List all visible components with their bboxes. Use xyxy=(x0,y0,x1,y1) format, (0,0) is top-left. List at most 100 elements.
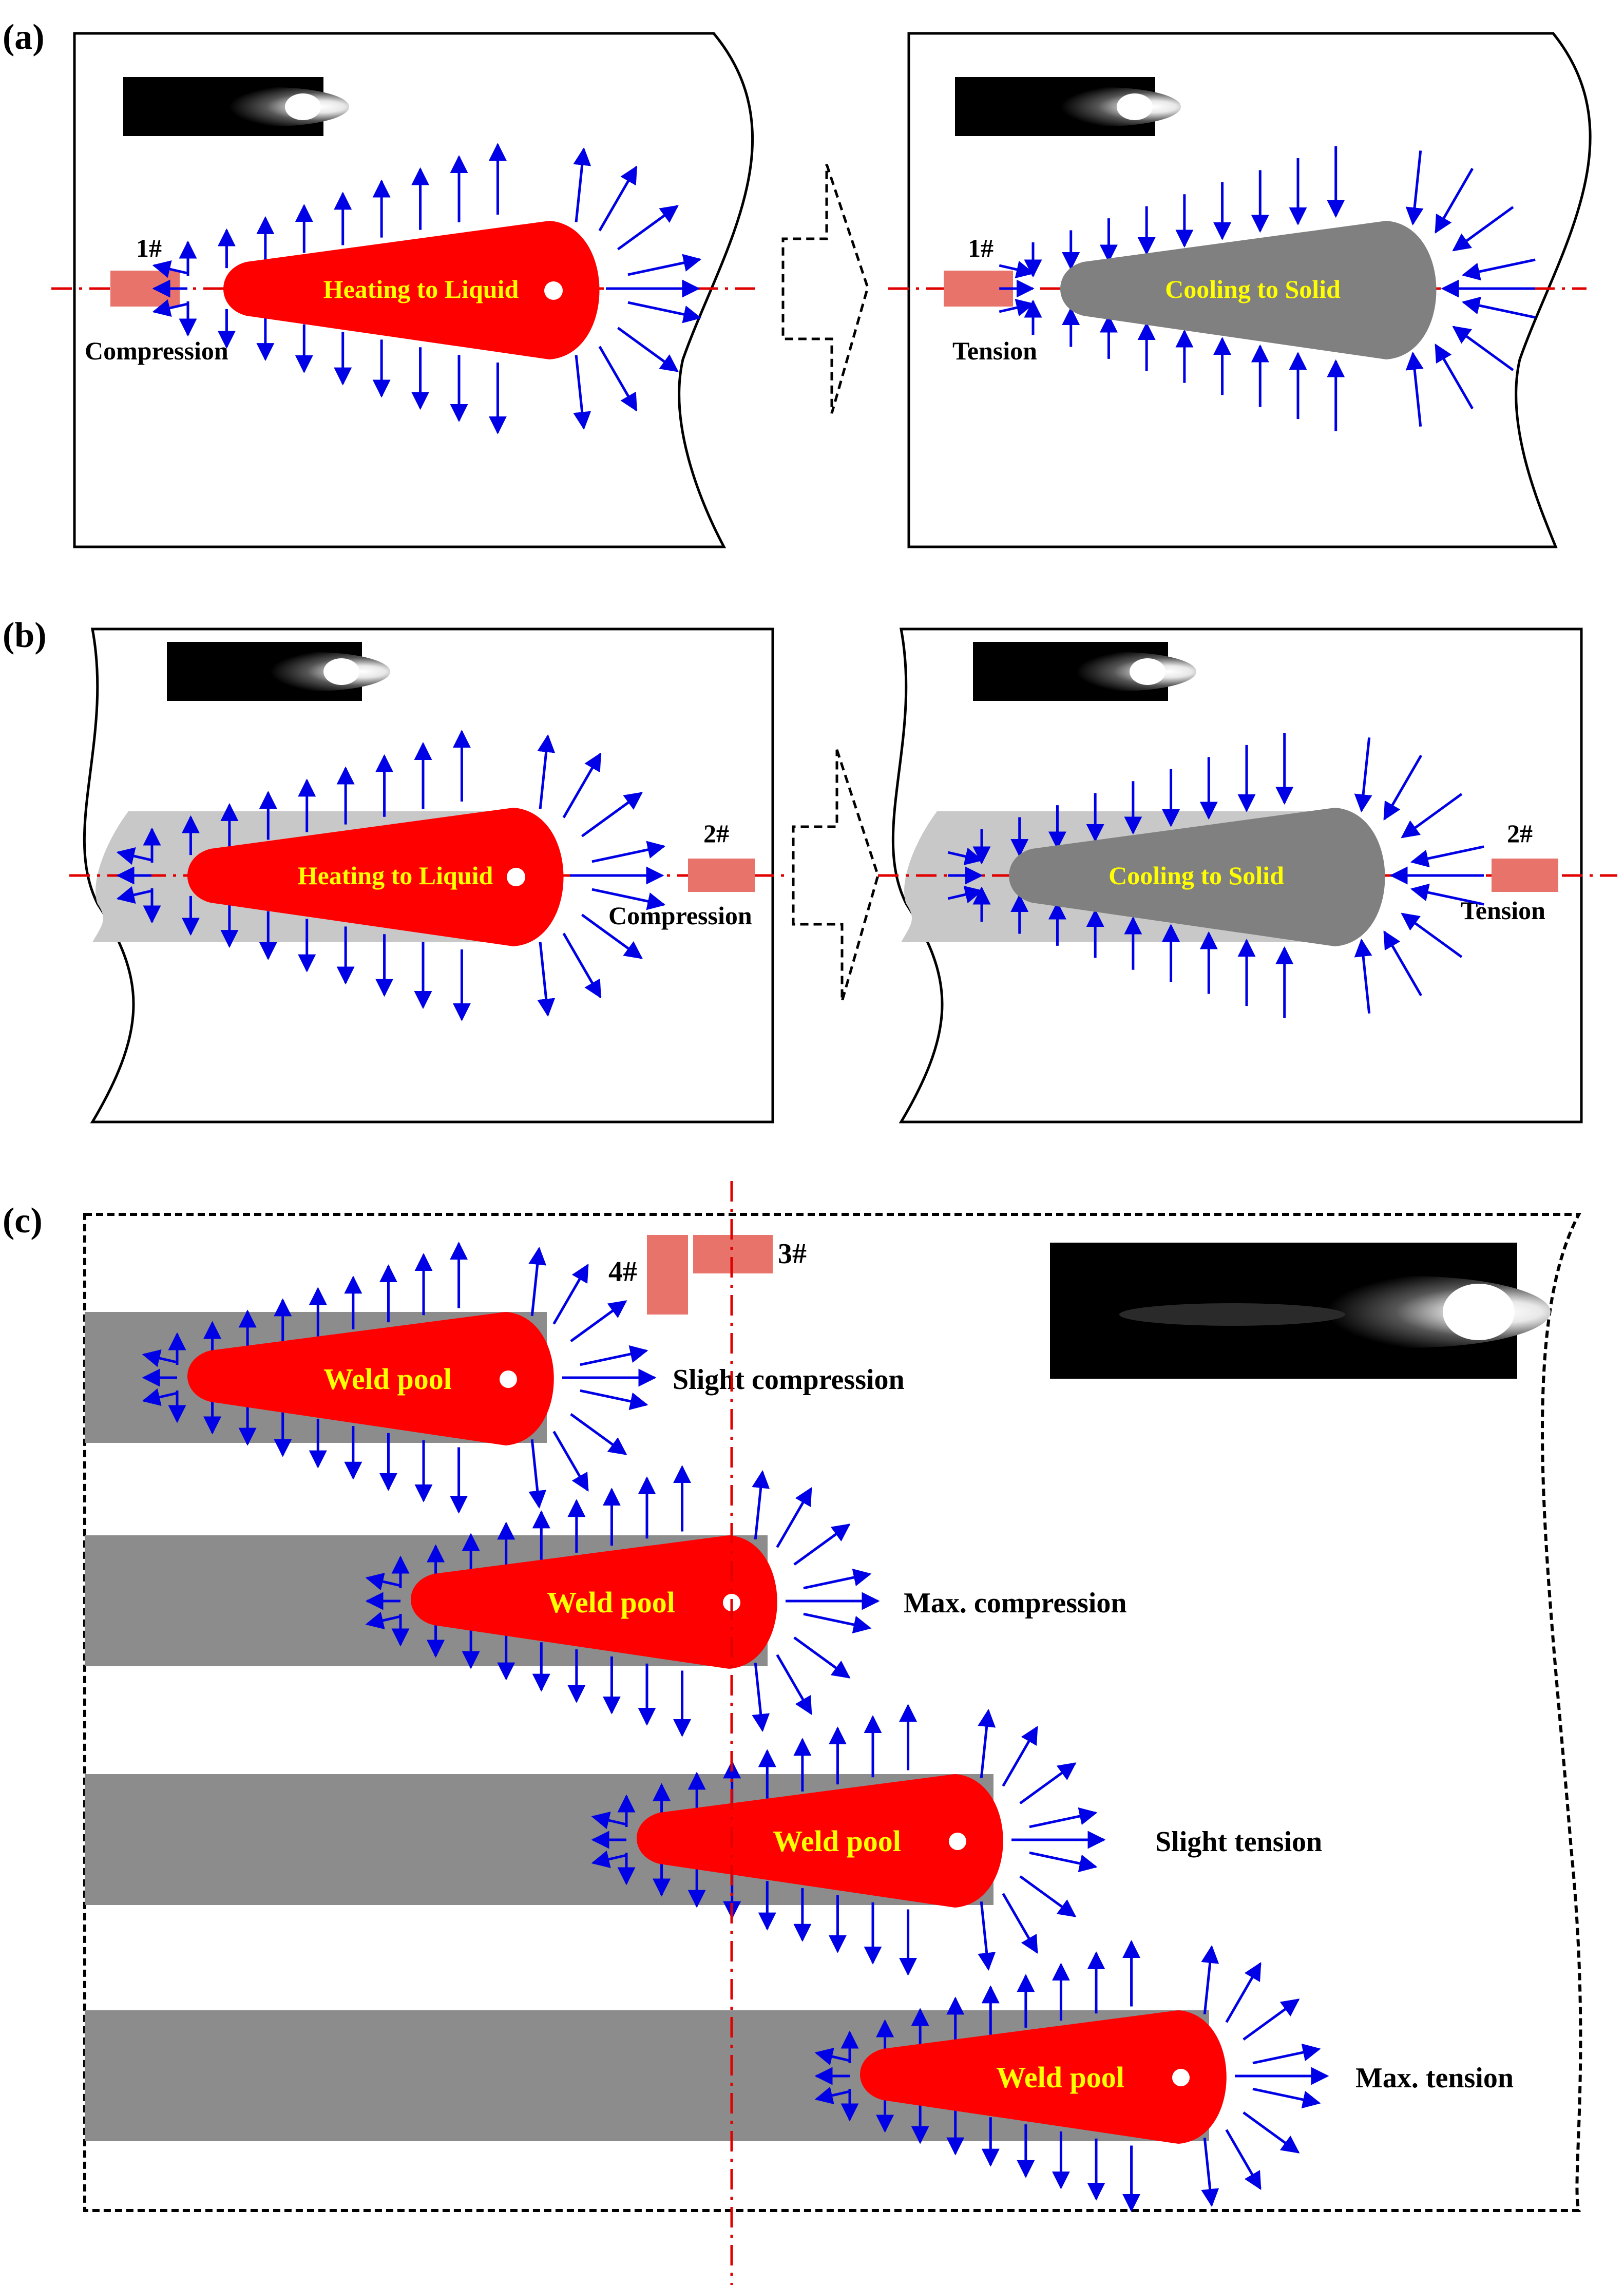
stress-arrow xyxy=(591,1850,627,1868)
sequence-arrow xyxy=(792,749,880,1002)
stress-arrow xyxy=(1225,2129,1262,2191)
pool-label: Heating to Liquid xyxy=(323,275,519,303)
stress-label: Max. compression xyxy=(904,1587,1127,1619)
stress-arrow xyxy=(978,1901,996,1971)
panel-a-right: 1# Tension Cooling to Solid xyxy=(888,32,1592,548)
stress-arrow xyxy=(152,299,188,317)
stress-label: Slight compression xyxy=(673,1364,905,1396)
stress-arrow xyxy=(1452,326,1514,371)
stress-arrow xyxy=(598,346,638,412)
stress-arrow xyxy=(528,1439,547,1509)
stress-arrow xyxy=(793,1636,851,1679)
gauge-label: 2# xyxy=(1507,819,1533,848)
panel-b-label: (b) xyxy=(3,616,47,655)
weld-pool xyxy=(1009,808,1385,946)
stress-arrow xyxy=(142,1388,178,1406)
strain-gauge xyxy=(688,859,755,892)
stress-arrow xyxy=(793,1524,851,1566)
stress-arrow xyxy=(116,886,152,904)
heat-source-dot xyxy=(507,868,525,886)
arc-photo xyxy=(1050,1243,1551,1379)
stress-arrow xyxy=(978,1709,996,1779)
stress-arrow xyxy=(1019,1762,1077,1804)
stress-arrow xyxy=(581,913,643,959)
stress-arrow xyxy=(580,1345,648,1366)
weld-pool xyxy=(860,2010,1227,2144)
stress-arrow xyxy=(580,1389,648,1411)
stress-arrow xyxy=(591,888,666,910)
arc-photo xyxy=(123,77,349,136)
arc-photo xyxy=(973,642,1196,701)
stress-label: Tension xyxy=(952,336,1037,365)
stress-arrow xyxy=(803,1612,872,1634)
stress-arrow xyxy=(1405,351,1424,427)
stress-arrow xyxy=(573,147,591,222)
stress-arrow xyxy=(1435,344,1474,410)
stress-arrow xyxy=(1410,883,1484,906)
pool-label: Weld pool xyxy=(773,1824,901,1858)
stress-arrow xyxy=(1243,2111,1300,2154)
stress-arrow xyxy=(116,847,152,865)
stress-label: Compression xyxy=(85,336,228,365)
stress-arrow xyxy=(528,1247,547,1317)
stress-arrows xyxy=(116,730,666,1021)
stress-arrows xyxy=(152,143,702,434)
heat-source-dot xyxy=(1172,2069,1190,2086)
stress-arrow xyxy=(537,734,556,809)
stress-arrow xyxy=(152,260,188,278)
weld-pool xyxy=(1060,221,1437,359)
panel-b-right: 2# Tension Cooling to Solid xyxy=(878,627,1617,1124)
stress-arrow xyxy=(1401,793,1463,839)
pool-label: Weld pool xyxy=(323,1362,452,1396)
stress-arrow xyxy=(562,752,602,818)
stress-arrow xyxy=(1201,2137,1219,2207)
stress-arrow xyxy=(537,942,556,1017)
stress-label: Tension xyxy=(1461,896,1545,925)
stress-arrows xyxy=(999,146,1536,431)
stress-arrow xyxy=(1354,737,1372,813)
weld-pool xyxy=(411,1535,777,1669)
pool-label: Cooling to Solid xyxy=(1165,275,1341,303)
gauge-label: 1# xyxy=(136,234,162,262)
weld-pool xyxy=(637,1774,1003,1908)
stress-arrow xyxy=(814,2048,850,2066)
pool-label: Weld pool xyxy=(547,1586,675,1619)
stress-arrow xyxy=(591,1812,627,1830)
stress-arrow xyxy=(1410,845,1484,868)
stress-arrow xyxy=(562,932,602,999)
panel-b-left: 2# Compression Heating to Liquid xyxy=(69,627,786,1124)
stress-arrow xyxy=(1201,1945,1219,2015)
stress-arrow xyxy=(1225,1962,1262,2023)
panel-c-label: (c) xyxy=(3,1201,43,1241)
stress-arrow xyxy=(1252,2087,1321,2109)
heat-source-dot xyxy=(544,281,563,300)
stress-arrow xyxy=(1029,1851,1098,1873)
pool-label: Cooling to Solid xyxy=(1109,861,1284,890)
stress-arrow xyxy=(617,205,679,251)
stress-arrow xyxy=(752,1470,770,1540)
stress-arrow xyxy=(947,847,983,865)
stress-arrow xyxy=(591,841,666,863)
stress-arrow xyxy=(1252,2043,1321,2065)
stress-arrow xyxy=(1383,754,1423,821)
stress-arrow xyxy=(776,1487,812,1548)
pool-label: Heating to Liquid xyxy=(298,861,493,890)
panel-a-left: 1# Compression Heating to Liquid xyxy=(51,32,755,548)
stress-arrow xyxy=(1002,1725,1038,1787)
stress-arrow xyxy=(365,1573,401,1591)
stress-arrow xyxy=(627,254,702,276)
gauge-3-label: 3# xyxy=(778,1238,807,1270)
stress-arrow xyxy=(365,1611,401,1629)
stress-arrow xyxy=(814,2086,850,2104)
stress-arrow xyxy=(1019,1875,1077,1917)
stress-arrow xyxy=(627,301,702,323)
specimen-outline xyxy=(907,32,1592,548)
heat-source-dot xyxy=(500,1370,517,1388)
weld-pool xyxy=(223,221,600,359)
arc-photo xyxy=(955,77,1181,136)
stress-arrow xyxy=(1461,296,1536,319)
specimen-outline xyxy=(83,1213,1582,2212)
stress-arrow xyxy=(552,1431,589,1492)
stress-arrow xyxy=(1405,150,1424,226)
panel-a-label: (a) xyxy=(3,17,45,57)
